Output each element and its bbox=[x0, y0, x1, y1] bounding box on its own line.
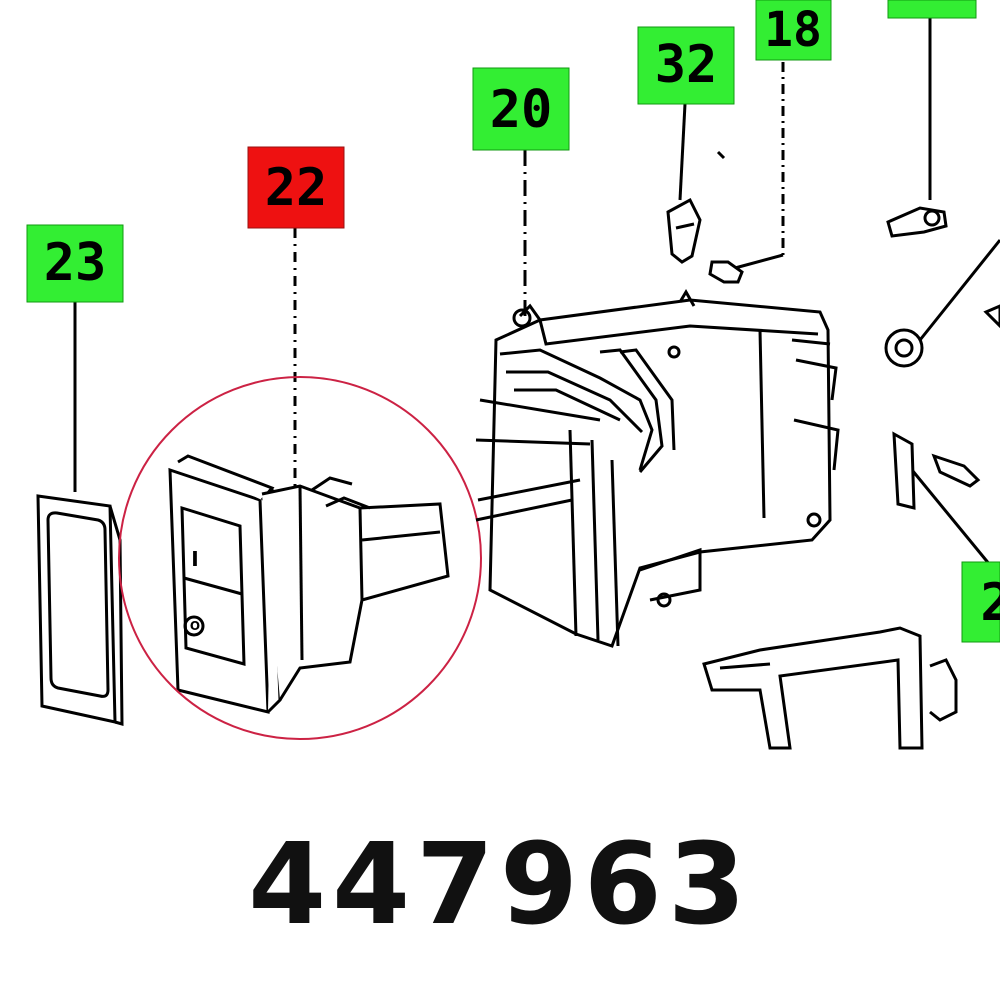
svg-text:23: 23 bbox=[44, 233, 107, 293]
screw-top-right bbox=[886, 206, 948, 238]
switch-off-symbol: O bbox=[190, 619, 200, 633]
callout-23: 23 bbox=[26, 224, 124, 303]
callout-right-cropped: 2 bbox=[961, 561, 1000, 643]
callout-top-right-cropped bbox=[887, 0, 977, 19]
svg-text:32: 32 bbox=[655, 35, 718, 95]
callout-18: 18 bbox=[755, 0, 832, 61]
part-18-screw bbox=[708, 260, 744, 284]
svg-text:18: 18 bbox=[764, 2, 822, 58]
highlight-circle bbox=[118, 376, 482, 740]
washer bbox=[884, 328, 924, 368]
leader-lines bbox=[73, 18, 1000, 566]
callout-32: 32 bbox=[637, 26, 735, 105]
part-23-seal-frame bbox=[36, 494, 124, 726]
contact-clip bbox=[892, 431, 916, 510]
svg-text:20: 20 bbox=[490, 80, 553, 140]
callout-22-highlighted: 22 bbox=[247, 146, 345, 229]
svg-text:2: 2 bbox=[980, 573, 1000, 633]
part-number: 447963 bbox=[248, 820, 752, 950]
part-20-switch-housing bbox=[475, 289, 840, 648]
switch-on-symbol: I bbox=[191, 547, 198, 571]
callout-20: 20 bbox=[472, 67, 570, 151]
lower-bracket bbox=[702, 626, 958, 750]
small-hardware-parts bbox=[666, 150, 1000, 510]
part-22-rocker-switch bbox=[168, 454, 450, 714]
part-32-clip bbox=[666, 197, 702, 264]
screw-right bbox=[931, 453, 981, 488]
svg-text:22: 22 bbox=[265, 158, 328, 218]
